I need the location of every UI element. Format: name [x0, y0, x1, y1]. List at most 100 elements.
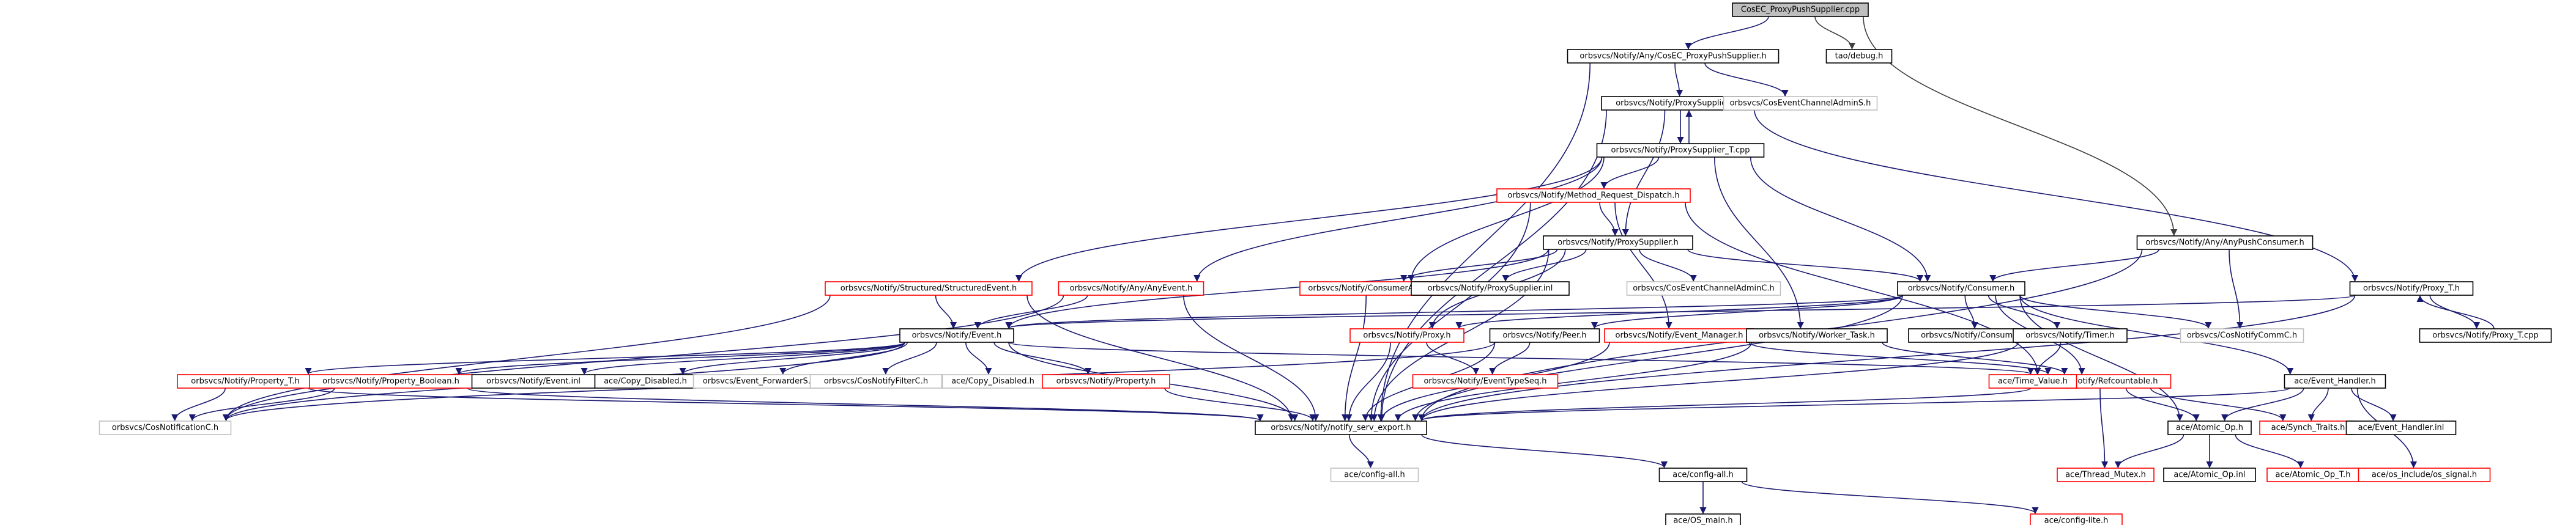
node-box[interactable]: [2057, 468, 2155, 482]
node-box[interactable]: [899, 328, 1014, 343]
node-cec_s[interactable]: orbsvcs/CosEventChannelAdminS.h: [1723, 96, 1878, 111]
node-label: orbsvcs/Event_ForwarderS.h: [703, 377, 815, 386]
node-se[interactable]: orbsvcs/Notify/Structured/StructuredEven…: [825, 281, 1033, 296]
edge-cons-to-timer: [1988, 295, 2061, 329]
node-proxy_tcpp[interactable]: orbsvcs/Notify/Proxy_T.cpp: [2419, 328, 2552, 343]
node-cons[interactable]: orbsvcs/Notify/Consumer.h: [1897, 281, 2025, 296]
node-box[interactable]: [1412, 374, 1559, 389]
node-box[interactable]: [2167, 420, 2252, 435]
node-copy_dis[interactable]: ace/Copy_Disabled.h: [941, 374, 1044, 389]
node-box[interactable]: [1330, 468, 1419, 482]
node-atomic[interactable]: ace/Atomic_Op.h: [2167, 420, 2252, 435]
node-box[interactable]: [1825, 49, 1893, 64]
node-peer[interactable]: orbsvcs/Notify/Peer.h: [1489, 328, 1600, 343]
node-box[interactable]: [1658, 468, 1748, 482]
node-label: orbsvcs/Notify/Property.h: [1056, 377, 1156, 386]
node-export[interactable]: orbsvcs/Notify/notify_serv_export.h: [1255, 420, 1427, 435]
node-box[interactable]: [2419, 328, 2552, 343]
node-at_inl[interactable]: ace/Atomic_Op.inl: [2163, 468, 2256, 482]
node-box[interactable]: [98, 420, 232, 435]
node-box[interactable]: [809, 374, 943, 389]
node-box[interactable]: [825, 281, 1033, 296]
node-box[interactable]: [2345, 420, 2457, 435]
node-at_t[interactable]: ace/Atomic_Op_T.h: [2266, 468, 2359, 482]
node-label: orbsvcs/Notify/Property_Boolean.h: [322, 377, 459, 386]
node-cfg_all_g[interactable]: ace/config-all.h: [1330, 468, 1419, 482]
node-proxy_t[interactable]: orbsvcs/Notify/Proxy_T.h: [2349, 281, 2474, 296]
node-box[interactable]: [2136, 235, 2314, 250]
node-cec_c[interactable]: orbsvcs/CosEventChannelAdminC.h: [1626, 281, 1781, 296]
node-cfg_lite[interactable]: ace/config-lite.h: [2030, 513, 2123, 525]
node-box[interactable]: [2284, 374, 2386, 389]
node-box[interactable]: [1042, 374, 1170, 389]
node-box[interactable]: [2349, 281, 2474, 296]
node-box[interactable]: [1255, 420, 1427, 435]
node-cinl[interactable]: orbsvcs/Notify/Consumer.inl: [1908, 328, 2045, 343]
node-copy_dis_h[interactable]: ace/Copy_Disabled.h: [594, 374, 697, 389]
node-synch[interactable]: ace/Synch_Traits.h: [2259, 420, 2357, 435]
node-box[interactable]: [1058, 281, 1204, 296]
node-sig[interactable]: ace/os_include/os_signal.h: [2358, 468, 2491, 482]
node-box[interactable]: [1596, 143, 1765, 158]
node-box[interactable]: [1496, 188, 1691, 203]
node-box[interactable]: [1567, 49, 1780, 64]
node-n5[interactable]: orbsvcs/Notify/ProxySupplier_T.cpp: [1596, 143, 1765, 158]
edge-ae-to-export: [1182, 295, 1320, 422]
node-ae[interactable]: orbsvcs/Notify/Any/AnyEvent.h: [1058, 281, 1204, 296]
node-apc[interactable]: orbsvcs/Notify/Any/AnyPushConsumer.h: [2136, 235, 2314, 250]
node-label: orbsvcs/Notify/ProxySupplier_T.cpp: [1611, 146, 1750, 155]
node-prop_t[interactable]: orbsvcs/Notify/Property_T.h: [177, 374, 314, 389]
node-box[interactable]: [1746, 328, 1888, 343]
node-prop[interactable]: orbsvcs/Notify/Property.h: [1042, 374, 1170, 389]
node-label: orbsvcs/Notify/Consumer.inl: [1921, 331, 2032, 340]
node-label: orbsvcs/Notify/notify_serv_export.h: [1271, 424, 1411, 433]
edge-root-to-tao_debug: [1814, 16, 1856, 50]
node-prop_b[interactable]: orbsvcs/Notify/Property_Boolean.h: [309, 374, 473, 389]
node-box[interactable]: [1723, 96, 1878, 111]
node-ev_inl[interactable]: orbsvcs/Notify/Event.inl: [471, 374, 596, 389]
node-box[interactable]: [2030, 513, 2123, 525]
node-efs[interactable]: orbsvcs/Event_ForwarderS.h: [692, 374, 826, 389]
node-box[interactable]: [2013, 328, 2128, 343]
node-tao_debug[interactable]: tao/debug.h: [1825, 49, 1893, 64]
node-cnc[interactable]: orbsvcs/CosNotifyCommC.h: [2180, 328, 2304, 343]
node-box[interactable]: [1489, 328, 1600, 343]
node-cfg_all[interactable]: ace/config-all.h: [1658, 468, 1748, 482]
node-ps[interactable]: orbsvcs/Notify/ProxySupplier.h: [1543, 235, 1693, 250]
node-root[interactable]: CosEC_ProxyPushSupplier.cpp: [1732, 2, 1869, 17]
node-timer[interactable]: orbsvcs/Notify/Timer.h: [2013, 328, 2128, 343]
node-psi[interactable]: orbsvcs/Notify/ProxySupplier.inl: [1411, 281, 1570, 296]
node-box[interactable]: [2358, 468, 2491, 482]
node-box[interactable]: [1411, 281, 1570, 296]
edge-ev-to-rc: [1008, 342, 2034, 375]
node-box[interactable]: [1897, 281, 2025, 296]
node-ets[interactable]: orbsvcs/Notify/EventTypeSeq.h: [1412, 374, 1559, 389]
node-cnf[interactable]: orbsvcs/CosNotifyFilterC.h: [809, 374, 943, 389]
node-proxy[interactable]: orbsvcs/Notify/Proxy.h: [1349, 328, 1464, 343]
node-eh[interactable]: ace/Event_Handler.h: [2284, 374, 2386, 389]
node-cnotc[interactable]: orbsvcs/CosNotificationC.h: [98, 420, 232, 435]
node-box[interactable]: [1665, 513, 1741, 525]
node-label: ace/Copy_Disabled.h: [604, 377, 687, 386]
node-wt[interactable]: orbsvcs/Notify/Worker_Task.h: [1746, 328, 1888, 343]
edge-mrd-to-ps: [1599, 202, 1619, 237]
edge-prop_t-to-cnotc: [171, 387, 226, 422]
node-label: orbsvcs/Notify/Proxy.h: [1363, 331, 1450, 340]
node-os_main[interactable]: ace/OS_main.h: [1665, 513, 1741, 525]
node-box[interactable]: [1988, 374, 2077, 389]
node-box[interactable]: [1626, 281, 1781, 296]
node-box[interactable]: [2180, 328, 2304, 343]
node-n3[interactable]: orbsvcs/Notify/ProxySupplier_T.h: [1601, 96, 1760, 111]
node-box[interactable]: [1349, 328, 1464, 343]
node-box[interactable]: [1732, 2, 1869, 17]
node-box[interactable]: [1543, 235, 1693, 250]
node-n1[interactable]: orbsvcs/Notify/Any/CosEC_ProxyPushSuppli…: [1567, 49, 1780, 64]
node-tv[interactable]: ace/Time_Value.h: [1988, 374, 2077, 389]
node-ev[interactable]: orbsvcs/Notify/Event.h: [899, 328, 1014, 343]
node-em[interactable]: orbsvcs/Notify/Event_Manager.h: [1604, 328, 1754, 343]
node-mrd[interactable]: orbsvcs/Notify/Method_Request_Dispatch.h: [1496, 188, 1691, 203]
node-box[interactable]: [2163, 468, 2256, 482]
edge-root-to-n1: [1685, 16, 1769, 50]
node-thr[interactable]: ace/Thread_Mutex.h: [2057, 468, 2155, 482]
node-ehinl[interactable]: ace/Event_Handler.inl: [2345, 420, 2457, 435]
